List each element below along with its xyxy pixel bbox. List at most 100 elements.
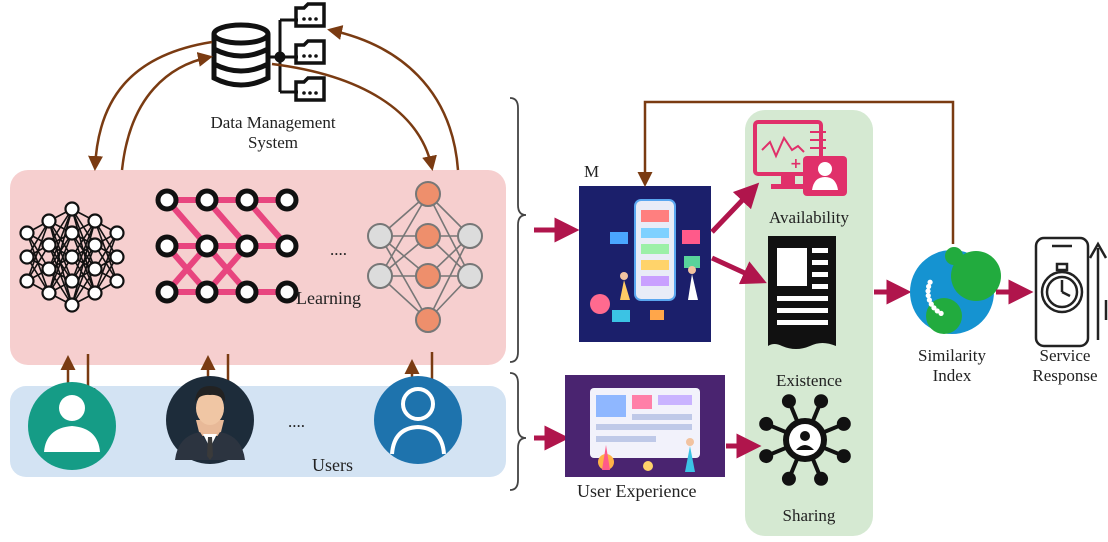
brace-users: [509, 372, 527, 491]
network-link: [48, 232, 73, 294]
learning-label: Learning: [296, 288, 361, 308]
similarity-line2: Index: [932, 365, 972, 385]
service-line1: Service: [1039, 346, 1091, 365]
sharing-node: [814, 394, 829, 409]
brace-learning: [509, 97, 527, 363]
module-label: M: [584, 162, 600, 181]
network-node: [235, 234, 259, 258]
sharing-node: [814, 471, 829, 486]
network-node: [41, 261, 57, 277]
network-node: [64, 201, 80, 217]
user-avatar-icon: [374, 376, 462, 464]
network-node: [41, 285, 57, 301]
user-experience-label: User Experience: [577, 481, 697, 501]
sharing-person-head: [800, 431, 810, 441]
network-node: [64, 225, 80, 241]
similarity-dot: [926, 283, 932, 290]
neural-network-icon: [367, 181, 483, 333]
data-management-line1: Data Management: [210, 113, 336, 132]
network-link: [94, 232, 118, 294]
service-line2: Response: [1032, 365, 1098, 385]
network-node: [19, 225, 35, 241]
network-node: [415, 307, 441, 333]
sharing-node: [836, 416, 851, 431]
network-node: [367, 263, 393, 289]
arrow-module-to-existence: [710, 255, 767, 285]
similarity-dot: [931, 305, 937, 311]
network-node: [19, 249, 35, 265]
sharing-node: [781, 471, 796, 486]
network-node: [235, 280, 259, 304]
stopwatch-phone-icon: [1034, 236, 1108, 348]
network-node: [367, 223, 393, 249]
network-node: [155, 234, 179, 258]
database-tree-connector: [268, 18, 298, 94]
sharing-node: [759, 449, 774, 464]
network-link: [71, 244, 96, 306]
network-node: [457, 263, 483, 289]
network-node: [87, 261, 103, 277]
network-link: [379, 193, 429, 277]
availability-label: Availability: [769, 208, 849, 227]
network-node: [415, 263, 441, 289]
sharing-label: Sharing: [782, 506, 836, 525]
network-node: [415, 223, 441, 249]
sharing-node: [781, 394, 796, 409]
service-response-label: Service Response: [1022, 346, 1108, 385]
similarity-line1: Similarity: [918, 346, 986, 365]
network-link: [427, 193, 471, 277]
learning-ellipsis: ....: [330, 240, 347, 259]
network-link: [427, 235, 471, 321]
network-link: [48, 208, 73, 270]
user-experience-illustration: [565, 375, 725, 477]
network-node: [195, 234, 219, 258]
similarity-index-label: Similarity Index: [900, 346, 1004, 385]
folder-icon: [294, 2, 326, 102]
network-node: [275, 188, 299, 212]
similarity-dot: [928, 301, 934, 307]
network-node: [41, 237, 57, 253]
user-avatar-icon: [28, 382, 116, 470]
network-node: [155, 280, 179, 304]
network-node: [155, 188, 179, 212]
db-learning-arrows: [88, 25, 460, 171]
network-node: [195, 280, 219, 304]
neural-network-icon: [19, 201, 125, 313]
monitor-analytics-icon: +: [753, 120, 847, 196]
data-management-line2: System: [247, 132, 299, 152]
similarity-dot: [934, 308, 940, 314]
network-node: [235, 188, 259, 212]
network-link: [379, 235, 429, 321]
network-node: [109, 273, 125, 289]
network-node: [415, 181, 441, 207]
network-node: [41, 213, 57, 229]
users-ellipsis: ....: [288, 412, 305, 431]
network-link: [48, 208, 73, 294]
network-node: [87, 213, 103, 229]
businessman-avatar-icon: [166, 376, 254, 464]
network-node: [275, 234, 299, 258]
arrow-module-to-availability: [710, 182, 760, 234]
network-node: [195, 188, 219, 212]
mobile-app-illustration: [579, 186, 711, 342]
network-node: [87, 285, 103, 301]
network-node: [109, 249, 125, 265]
svg-text:+: +: [790, 156, 802, 172]
similarity-dot: [938, 310, 944, 316]
network-node: [275, 280, 299, 304]
sharing-node: [759, 416, 774, 431]
sharing-person-body: [796, 445, 814, 450]
similarity-dot: [925, 288, 931, 294]
feedback-loop-arrow: [637, 100, 955, 244]
similarity-index-icon: [910, 247, 1001, 334]
network-node: [64, 249, 80, 265]
document-icon: [768, 236, 836, 349]
sharing-network-icon: [759, 394, 851, 486]
network-node: [64, 273, 80, 289]
users-label: Users: [312, 455, 353, 475]
database-icon: [211, 22, 271, 88]
network-node: [109, 225, 125, 241]
neural-network-icon: [155, 188, 299, 304]
network-node: [87, 237, 103, 253]
